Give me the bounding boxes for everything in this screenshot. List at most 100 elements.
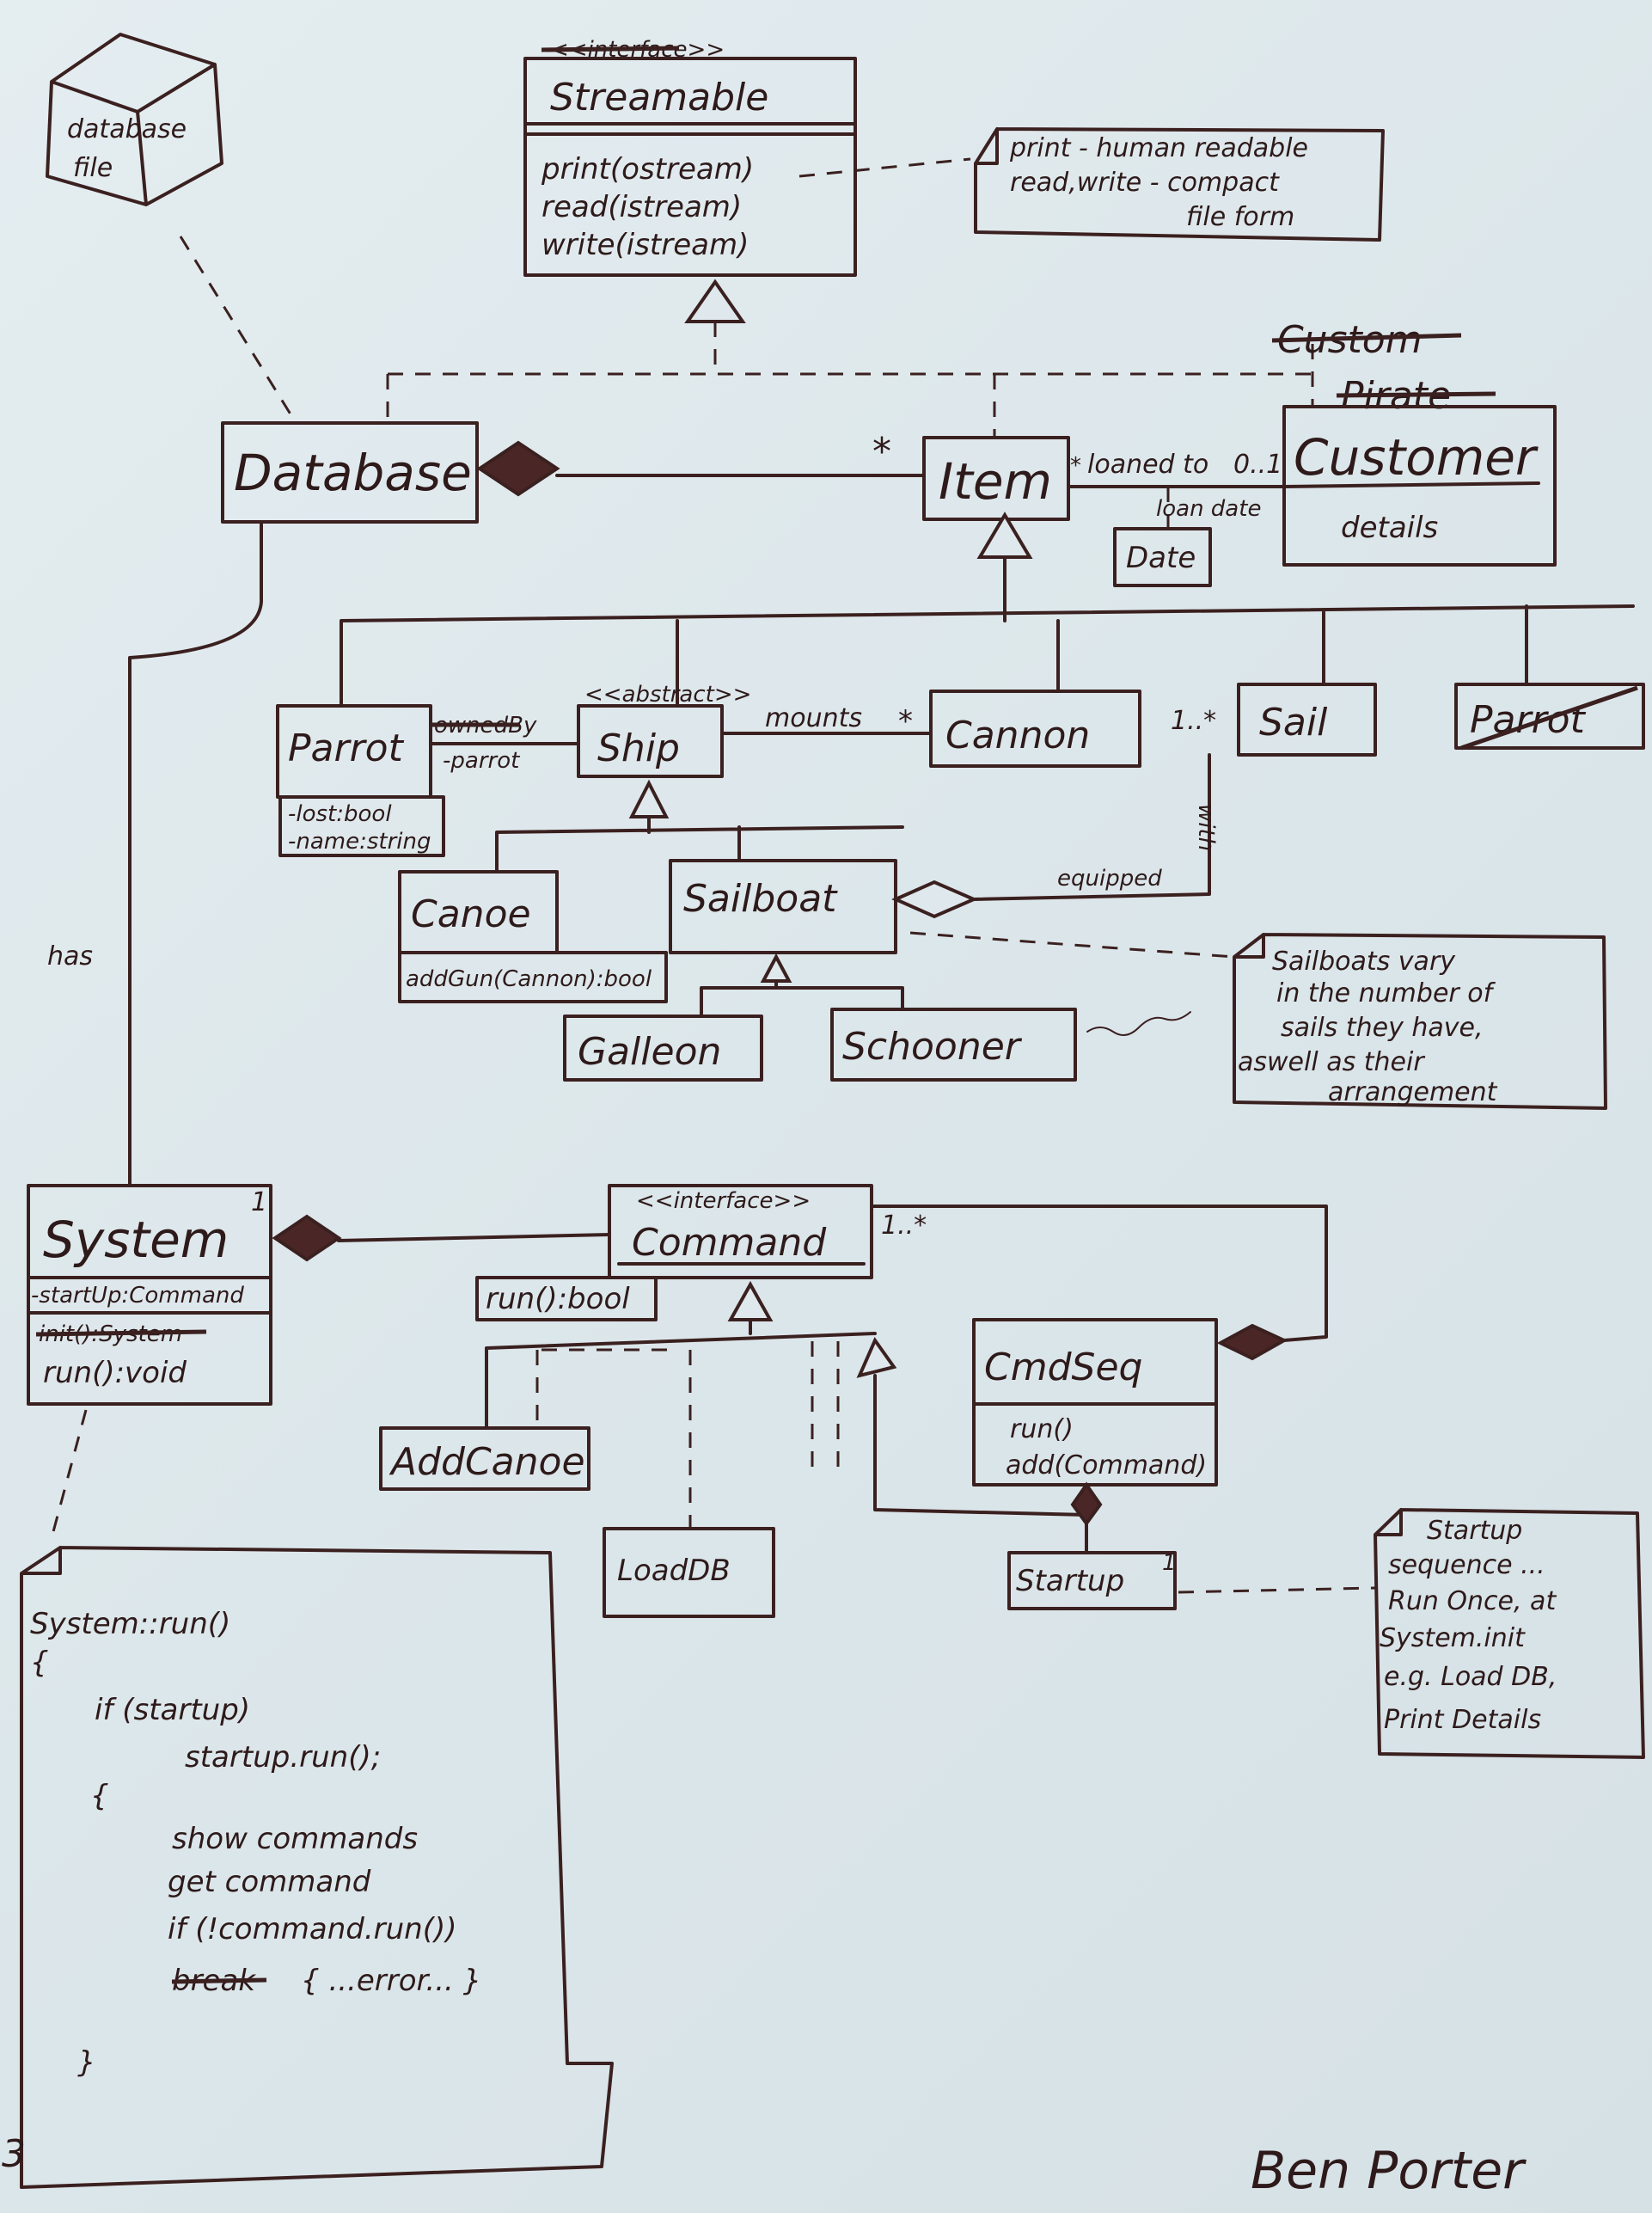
startup-class: Startup 1 — [1007, 1550, 1177, 1610]
cmdseq-class: CmdSeq run() add(Command) — [972, 1318, 1218, 1487]
system-run-code-note: System::run() { if (startup) startup.run… — [20, 1546, 614, 2189]
system-class: System 1 -startUp:Command init():System … — [27, 1184, 272, 1406]
note-line: in the number of — [1276, 978, 1496, 1008]
code-line: get command — [168, 1865, 371, 1899]
streamable-realizations — [386, 322, 1314, 438]
database-file-label-2: file — [73, 153, 113, 183]
sailboat-note: Sailboats vary in the number of sails th… — [1233, 933, 1607, 1110]
note-line: print - human readable — [1009, 133, 1308, 163]
streamable-interface: <<interface>> Streamable print(ostream) … — [523, 37, 857, 277]
database-file-label-1: database — [67, 114, 187, 144]
note-line: read,write - compact — [1010, 168, 1280, 198]
note-line: System.init — [1380, 1623, 1526, 1653]
code-line: { — [90, 1779, 109, 1813]
code-line: if (!command.run()) — [168, 1912, 457, 1946]
ship-stereotype: <<abstract>> — [584, 682, 751, 708]
has-label: has — [47, 941, 93, 972]
system-multiplicity: 1 — [251, 1187, 267, 1217]
code-line: if (startup) — [95, 1693, 250, 1727]
mounts-label: mounts — [765, 703, 862, 733]
system-name: System — [43, 1211, 229, 1269]
database-name: Database — [234, 444, 472, 502]
code-line: startup.run(); — [185, 1740, 381, 1775]
loan-multiplicity: * — [1070, 453, 1081, 479]
cmdseq-method: run() — [1010, 1414, 1074, 1444]
code-line: { — [30, 1646, 49, 1680]
code-line: } — [77, 2045, 96, 2080]
parrot-role: -parrot — [443, 748, 520, 774]
crossed-out-label: Parrot — [1470, 698, 1587, 742]
startup-multiplicity: 1 — [1162, 1550, 1177, 1576]
addcanoe-name: AddCanoe — [389, 1440, 585, 1484]
system-method: run():void — [43, 1356, 187, 1390]
streamable-method: read(istream) — [541, 190, 742, 224]
loaddb-name: LoadDB — [617, 1554, 731, 1588]
streamable-method: print(ostream) — [541, 152, 754, 187]
cmdseq-method: add(Command) — [1006, 1450, 1207, 1480]
canoe-class: Canoe addGun(Cannon):bool — [398, 870, 668, 1003]
note-line: Sailboats vary — [1272, 947, 1456, 977]
cmdseq-name: CmdSeq — [984, 1346, 1142, 1389]
database-file-node: database file — [46, 33, 223, 206]
realization-arrowhead — [727, 1280, 774, 1321]
note-line: Run Once, at — [1388, 1586, 1557, 1616]
note-line: Startup — [1427, 1516, 1522, 1546]
code-line: show commands — [172, 1822, 418, 1856]
ship-class: <<abstract>> Ship — [577, 682, 751, 778]
note-line: arrangement — [1328, 1077, 1498, 1107]
customer-class: Customer details — [1282, 405, 1557, 567]
item-multiplicity: * — [872, 430, 891, 474]
schooner-name: Schooner — [842, 1025, 1023, 1069]
parrot-attribute: -name:string — [288, 829, 431, 855]
loan-date-label: loan date — [1156, 496, 1261, 522]
note-anchor — [798, 157, 971, 178]
crossed-out-parrot: Parrot — [1454, 683, 1645, 751]
code-line: System::run() — [30, 1607, 230, 1641]
sailboat-class: Sailboat — [669, 859, 897, 954]
sail-multiplicity: 1..* — [1171, 706, 1216, 736]
realization-arrowhead — [684, 279, 746, 323]
mounts-multiplicity: * — [898, 704, 913, 739]
command-stereotype: <<interface>> — [636, 1188, 811, 1214]
customer-attribute: details — [1341, 511, 1438, 545]
date-name: Date — [1126, 541, 1196, 575]
database-class: Database — [221, 421, 479, 524]
startup-note: Startup sequence ... Run Once, at System… — [1374, 1508, 1645, 1759]
loan-multiplicity: 0..1 — [1233, 450, 1282, 480]
date-class: Date — [1113, 527, 1212, 587]
cannon-name: Cannon — [945, 714, 1090, 757]
galleon-name: Galleon — [578, 1030, 721, 1074]
schooner-class: Schooner — [830, 1008, 1077, 1082]
startup-name: Startup — [1016, 1564, 1124, 1598]
generalization-arrowhead — [760, 953, 792, 983]
note-line: e.g. Load DB, — [1384, 1662, 1557, 1692]
loaddb-class: LoadDB — [603, 1527, 775, 1618]
command-name: Command — [632, 1221, 827, 1265]
note-line: file form — [1186, 202, 1294, 232]
generalization-arrowhead — [856, 1336, 897, 1378]
streamable-note: print - human readable read,write - comp… — [974, 127, 1385, 242]
item-name: Item — [939, 452, 1052, 511]
sail-name: Sail — [1259, 701, 1328, 745]
code-line: { ...error... } — [301, 1964, 481, 1998]
composition-diamond — [1070, 1481, 1103, 1527]
parrot-attribute: -lost:bool — [288, 801, 392, 827]
galleon-class: Galleon — [563, 1015, 763, 1082]
addcanoe-class: AddCanoe — [379, 1426, 590, 1491]
parrot-class: Parrot -lost:bool -name:string — [276, 704, 445, 857]
assoc-label: with — [1193, 804, 1219, 851]
note-line: Print Details — [1384, 1705, 1541, 1735]
command-method: run():bool — [486, 1282, 630, 1316]
canoe-name: Canoe — [411, 892, 531, 936]
note-line: sails they have, — [1281, 1013, 1484, 1043]
sail-class: Sail — [1237, 683, 1377, 757]
composition-diamond — [476, 440, 560, 497]
system-attribute: -startUp:Command — [31, 1283, 244, 1309]
streamable-name: Streamable — [550, 76, 768, 120]
composition-diamond — [272, 1214, 342, 1262]
parrot-name: Parrot — [288, 726, 405, 770]
cannon-class: Cannon — [929, 690, 1141, 768]
generalization-arrowhead — [976, 512, 1033, 559]
